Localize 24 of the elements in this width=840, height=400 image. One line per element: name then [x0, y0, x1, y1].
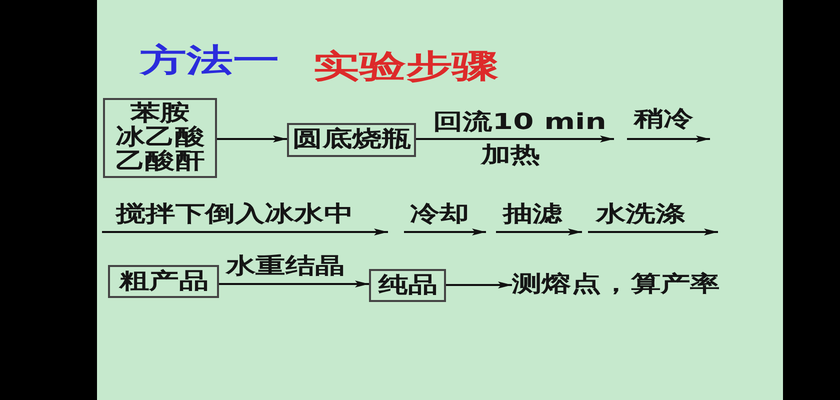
node-text: 圆底烧瓶	[292, 128, 411, 152]
arrow	[446, 282, 512, 288]
node-text: 乙酸酐	[115, 150, 205, 174]
step-label: 加热	[481, 144, 540, 168]
step-label: 冷却	[410, 203, 470, 227]
process-box	[108, 265, 219, 298]
node-text: 苯胺	[130, 102, 190, 126]
arrow	[416, 136, 614, 142]
node-text: 粗产品	[118, 270, 208, 294]
edge-label: 回流10 min	[433, 111, 606, 135]
title: 方法一	[140, 42, 280, 78]
step-label: 稍冷	[634, 108, 694, 132]
arrow	[219, 280, 369, 288]
step-label: 抽滤	[503, 203, 562, 227]
process-box	[287, 123, 416, 157]
edge-label: 水重结晶	[226, 255, 345, 279]
step-label: 水洗涤	[596, 203, 686, 227]
node-text: 冰乙酸	[115, 126, 205, 150]
subtitle-heading: 实验步骤	[313, 48, 499, 84]
process-box	[369, 269, 446, 302]
arrow	[217, 136, 287, 142]
process-box	[103, 98, 217, 178]
step-text: 测熔点，算产率	[512, 273, 720, 297]
node-text: 纯品	[378, 274, 438, 298]
